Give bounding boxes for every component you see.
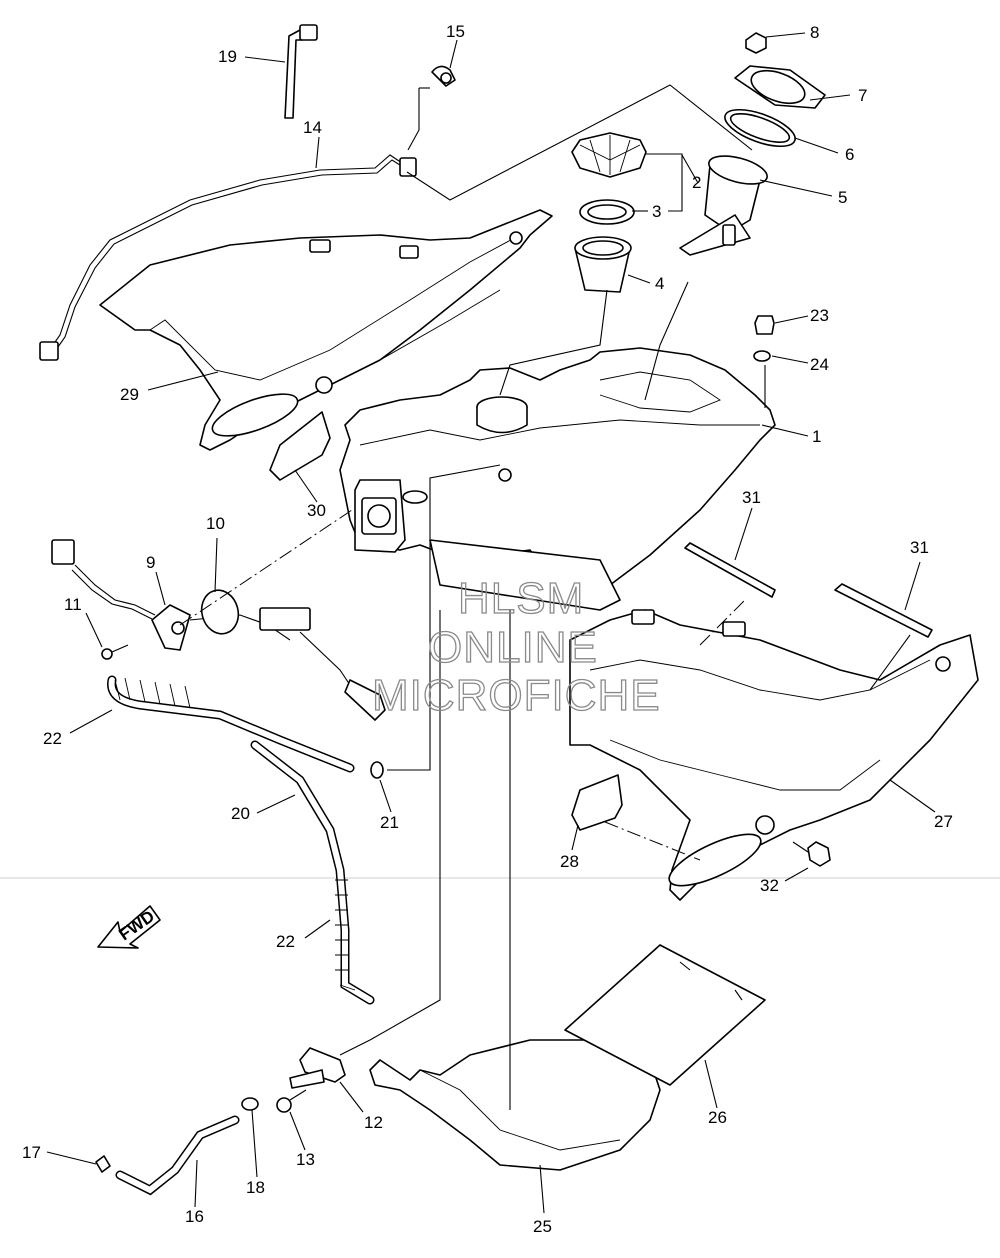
label-3: 3 xyxy=(652,202,661,221)
part-4-filler-bushing xyxy=(574,236,632,293)
label-5: 5 xyxy=(838,188,847,207)
label-21: 21 xyxy=(380,813,399,832)
part-26-insulator-sheet xyxy=(564,944,766,1086)
label-22a: 22 xyxy=(43,729,62,748)
leader-lines xyxy=(46,32,936,1214)
part-21-clamp xyxy=(370,761,384,779)
part-30-pad xyxy=(269,411,331,481)
label-7: 7 xyxy=(858,86,867,105)
label-24: 24 xyxy=(810,355,829,374)
part-16-drain-hose xyxy=(115,1115,240,1196)
part-19-cable-tie xyxy=(284,24,318,119)
label-32: 32 xyxy=(760,876,779,895)
label-12: 12 xyxy=(364,1113,383,1132)
part-11-screw xyxy=(101,644,129,660)
label-15: 15 xyxy=(446,22,465,41)
label-20: 20 xyxy=(231,804,250,823)
label-17: 17 xyxy=(22,1143,41,1162)
label-16: 16 xyxy=(185,1207,204,1226)
label-19: 19 xyxy=(218,47,237,66)
part-15-clamp xyxy=(431,65,456,87)
part-27-right-side-cover xyxy=(569,609,979,901)
label-28: 28 xyxy=(560,852,579,871)
label-22b: 22 xyxy=(276,932,295,951)
fwd-arrow: FWD xyxy=(97,905,161,949)
label-27: 27 xyxy=(934,812,953,831)
watermark: HLSM ONLINE MICROFICHE xyxy=(371,573,661,720)
label-10: 10 xyxy=(206,514,225,533)
watermark-line-1: HLSM xyxy=(458,574,584,623)
part-23-bolt xyxy=(754,315,775,335)
label-1: 1 xyxy=(812,427,821,446)
part-29-left-side-cover xyxy=(99,209,553,451)
label-31a: 31 xyxy=(742,488,761,507)
part-22-protector xyxy=(114,677,356,991)
label-11: 11 xyxy=(64,595,82,614)
part-labels: 19 15 14 8 7 6 5 2 3 4 23 24 1 29 30 31 … xyxy=(22,22,953,1236)
part-31-pad-b xyxy=(834,583,933,638)
part-17-clip xyxy=(95,1155,111,1173)
part-31-pad-a xyxy=(684,542,776,598)
part-32-bolt xyxy=(792,841,831,867)
label-13: 13 xyxy=(296,1150,315,1169)
part-18-clip xyxy=(241,1097,259,1111)
part-28-pad xyxy=(571,774,623,831)
label-25: 25 xyxy=(533,1217,552,1236)
label-4: 4 xyxy=(655,274,664,293)
part-9-fuel-sender xyxy=(51,539,386,721)
part-20-breather-hose xyxy=(107,675,375,1005)
part-5-fuel-pump xyxy=(679,155,768,256)
label-2: 2 xyxy=(692,173,701,192)
part-10-oring xyxy=(200,589,240,635)
part-8-nut xyxy=(745,32,767,54)
part-1-fuel-tank xyxy=(339,347,776,611)
part-25-under-tray xyxy=(369,1039,661,1171)
part-6-gasket xyxy=(724,108,796,148)
label-18: 18 xyxy=(246,1178,265,1197)
label-29: 29 xyxy=(120,385,139,404)
part-7-plate xyxy=(734,65,826,109)
watermark-line-2: ONLINE xyxy=(428,623,598,672)
part-12-drain-fitting xyxy=(289,1047,346,1089)
part-3-cap-seal xyxy=(579,199,635,225)
part-14-wire-harness xyxy=(39,154,417,361)
label-31b: 31 xyxy=(910,538,929,557)
label-9: 9 xyxy=(146,553,155,572)
label-6: 6 xyxy=(845,145,854,164)
label-23: 23 xyxy=(810,306,829,325)
watermark-line-3: MICROFICHE xyxy=(372,671,661,720)
part-2-fuel-cap xyxy=(571,132,647,178)
part-13-screw xyxy=(276,1089,307,1113)
label-14: 14 xyxy=(303,118,322,137)
label-8: 8 xyxy=(810,23,819,42)
assembly-lines xyxy=(179,84,911,1110)
label-26: 26 xyxy=(708,1108,727,1127)
part-24-washer xyxy=(753,350,771,362)
label-30: 30 xyxy=(307,501,326,520)
